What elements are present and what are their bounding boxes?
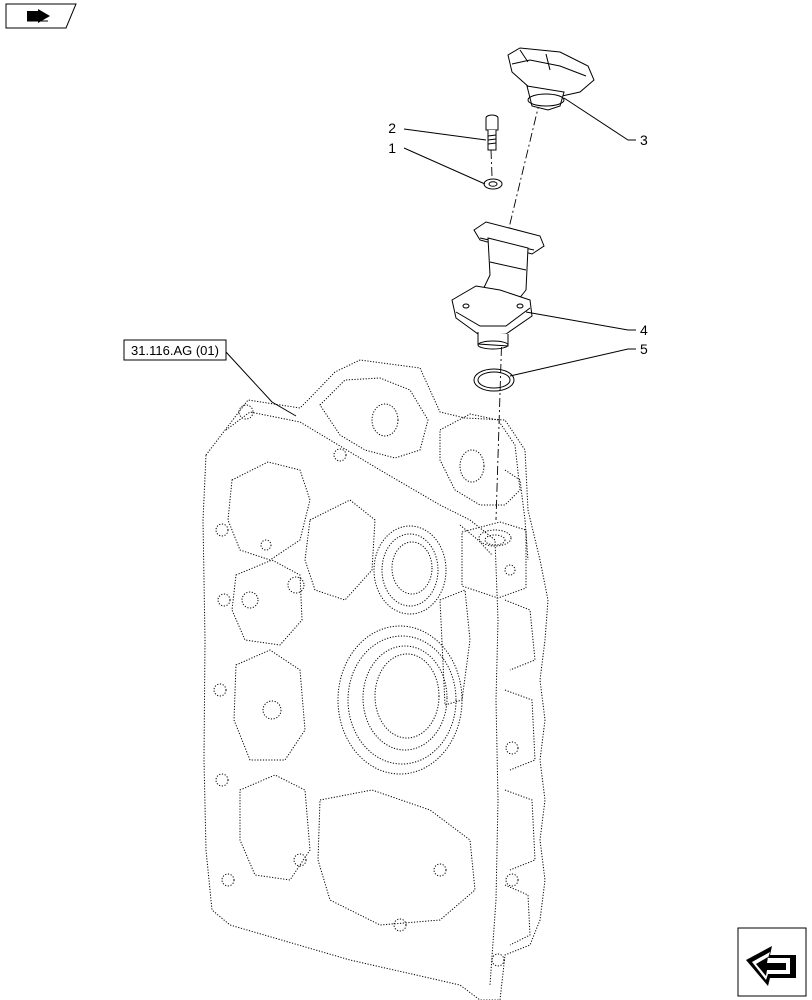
callout-3: 3 bbox=[640, 132, 648, 148]
callout-2: 2 bbox=[388, 120, 396, 136]
reference-label-text: 31.116.AG (01) bbox=[131, 343, 219, 358]
filler-cap-part bbox=[507, 47, 595, 111]
assembly-axis bbox=[490, 99, 541, 521]
callout-5: 5 bbox=[640, 341, 648, 357]
housing-drawing bbox=[202, 359, 549, 1000]
bolt-part bbox=[485, 114, 499, 151]
next-page-arrow-icon[interactable] bbox=[737, 927, 807, 997]
leader-lines bbox=[225, 97, 636, 417]
callout-1: 1 bbox=[388, 140, 396, 156]
washer-part bbox=[483, 178, 503, 190]
callout-4: 4 bbox=[640, 322, 648, 338]
reference-label[interactable]: 31.116.AG (01) bbox=[123, 339, 227, 361]
filler-tube-part bbox=[451, 221, 545, 350]
forward-arrow-icon[interactable] bbox=[5, 3, 77, 29]
o-ring-part bbox=[473, 368, 515, 392]
